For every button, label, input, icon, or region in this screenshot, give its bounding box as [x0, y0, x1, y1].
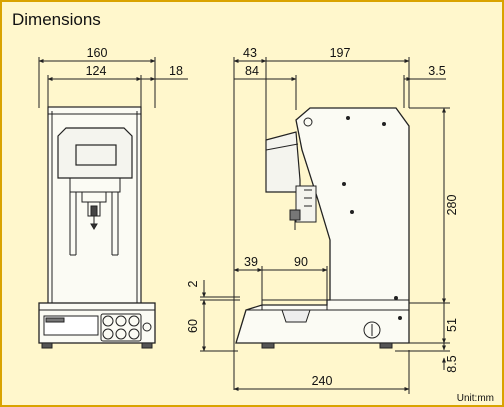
dim-side-280: 280	[445, 195, 459, 216]
side-view	[200, 57, 450, 394]
dim-side-240: 240	[312, 374, 333, 388]
dim-side-197: 197	[330, 46, 351, 60]
dim-side-84: 84	[245, 64, 259, 78]
dim-side-39: 39	[244, 255, 258, 269]
dim-side-51: 51	[445, 318, 459, 332]
dim-front-160: 160	[87, 46, 108, 60]
figure-title: Dimensions	[12, 10, 101, 29]
dim-front-124: 124	[86, 64, 107, 78]
dim-side-90: 90	[294, 255, 308, 269]
dim-side-8-5: 8.5	[445, 355, 459, 372]
dim-side-60: 60	[186, 319, 200, 333]
unit-label: Unit:mm	[457, 393, 494, 404]
dim-front-18: 18	[169, 64, 183, 78]
dim-side-43: 43	[243, 46, 257, 60]
front-view	[38, 57, 188, 349]
dim-side-2: 2	[186, 280, 200, 287]
dim-side-3-5: 3.5	[428, 64, 445, 78]
